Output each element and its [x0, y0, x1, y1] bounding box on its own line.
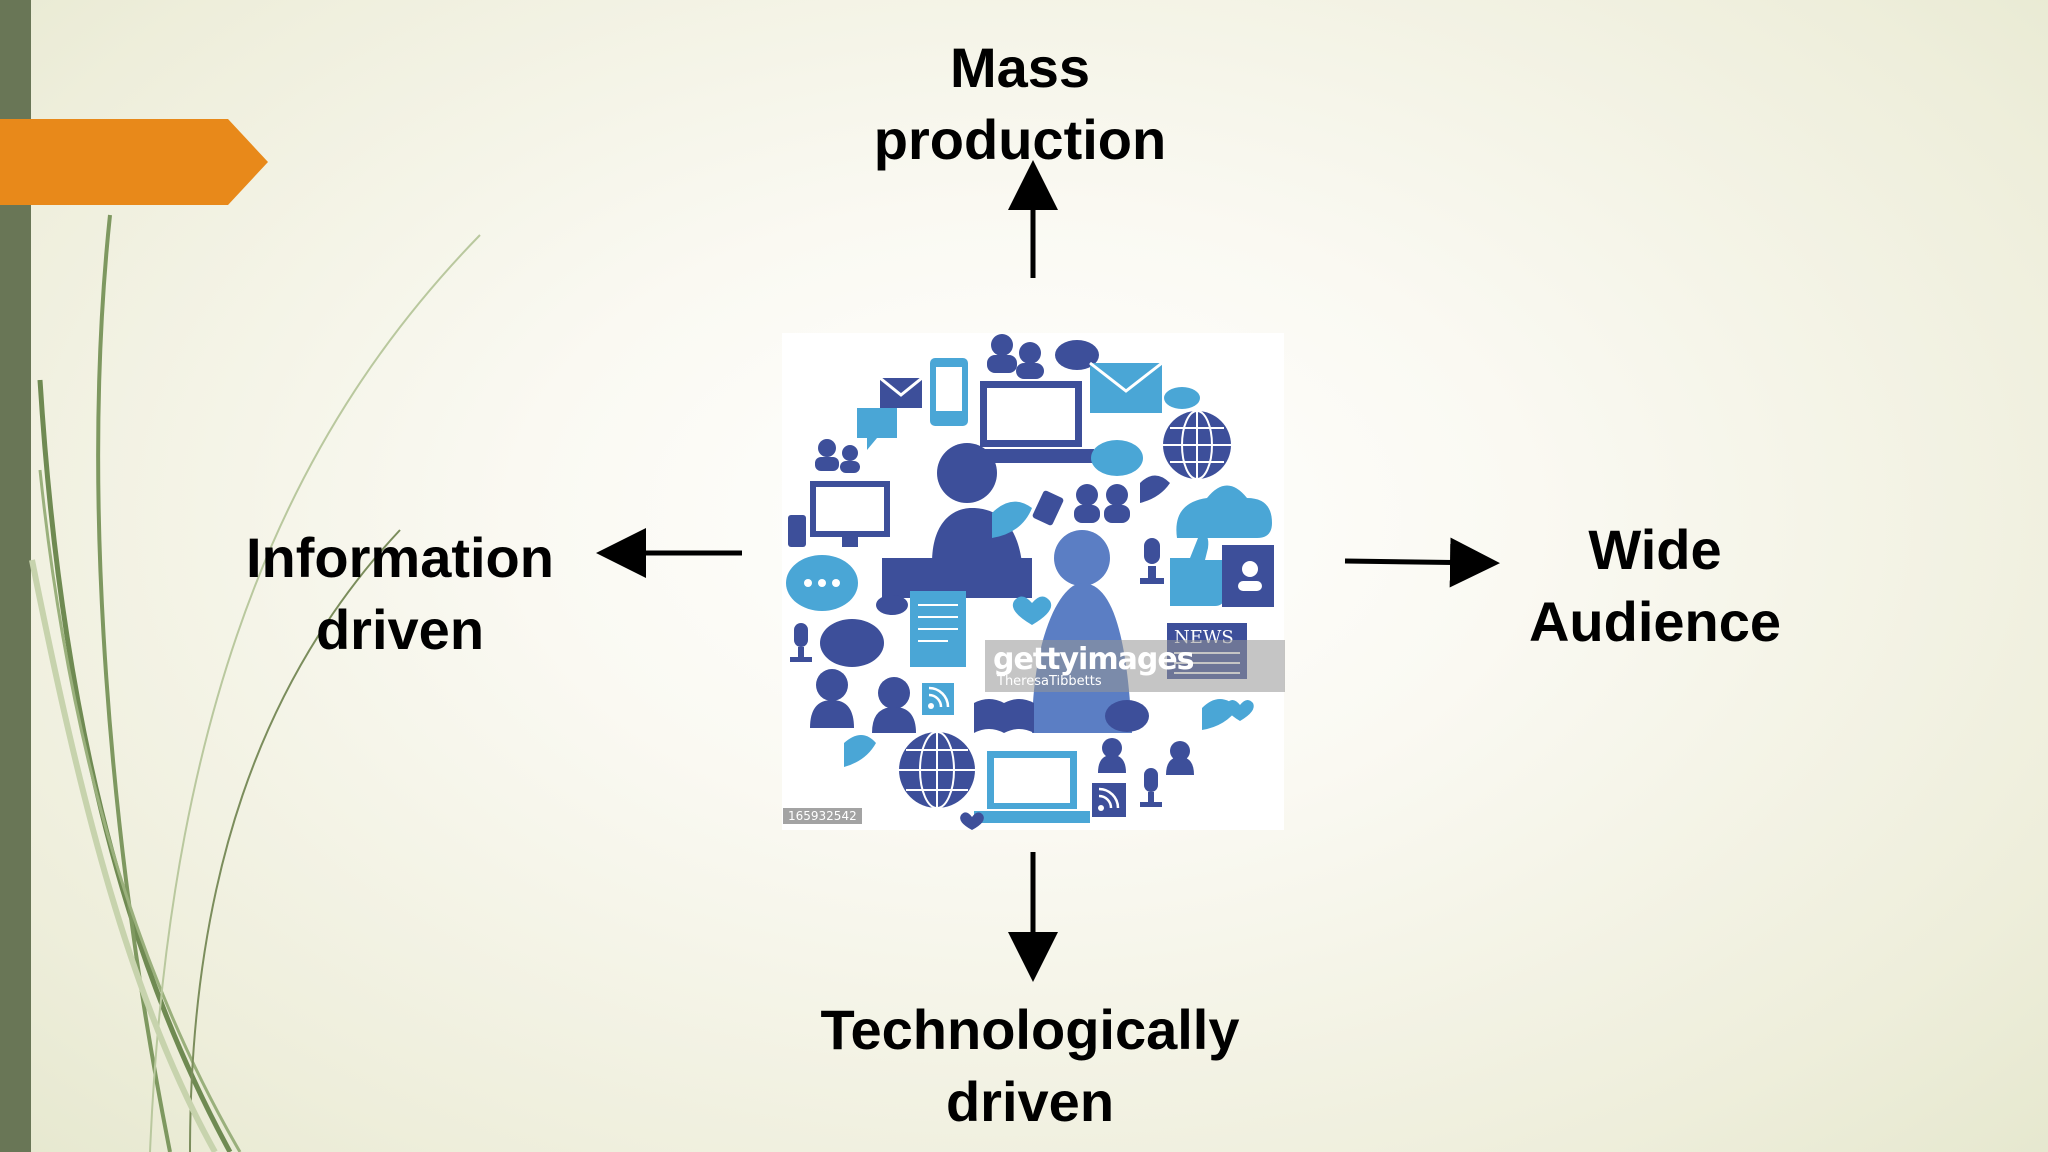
chat-bubble-icon	[820, 619, 884, 667]
label-line: Wide	[1588, 518, 1722, 581]
globe-icon	[1163, 410, 1231, 480]
envelope-icon	[879, 376, 923, 408]
contact-book-icon	[1222, 545, 1274, 607]
heart-icon	[1012, 596, 1052, 625]
bird-icon	[992, 501, 1032, 538]
people-icon	[810, 669, 916, 733]
label-line: Information	[246, 526, 554, 589]
chat-bubble-icon	[857, 408, 897, 450]
microphone-icon	[1140, 768, 1162, 807]
rss-icon	[922, 683, 954, 715]
chat-bubble-icon	[1105, 700, 1149, 732]
orange-pentagon-tab	[0, 119, 268, 205]
microphone-icon	[790, 623, 812, 662]
collage-svg: NEWS	[786, 334, 1274, 830]
people-icon	[987, 334, 1044, 379]
watermark-brand: gettyimages	[993, 642, 1195, 677]
microphone-icon	[1140, 538, 1164, 584]
image-id-tag: 165932542	[783, 808, 862, 824]
envelope-icon	[1089, 361, 1163, 413]
heart-icon	[960, 812, 984, 830]
monitor-icon	[810, 481, 890, 547]
people-icon	[1074, 484, 1130, 523]
document-icon	[910, 591, 966, 667]
watermark-credit: TheresaTibbetts	[997, 674, 1102, 689]
label-mass-production: Mass production	[770, 32, 1270, 176]
label-wide-audience: Wide Audience	[1455, 514, 1855, 658]
phone-icon	[1032, 490, 1064, 526]
label-technologically-driven: Technologically driven	[780, 994, 1280, 1138]
people-icon	[1098, 738, 1194, 775]
label-line: driven	[945, 1070, 1115, 1133]
book-icon	[974, 699, 1034, 733]
bird-icon	[844, 735, 876, 767]
phone-icon	[788, 515, 806, 547]
laptop-icon	[968, 381, 1094, 463]
thumbs-up-icon	[1170, 533, 1232, 606]
people-icon	[815, 439, 860, 473]
heart-icon	[1226, 699, 1254, 721]
label-information-driven: Information driven	[200, 522, 600, 666]
label-line: Technologically	[820, 998, 1240, 1061]
chat-bubble-icon	[1091, 440, 1143, 476]
label-line: production	[873, 108, 1167, 171]
label-line: Audience	[1528, 590, 1782, 653]
stock-watermark: gettyimages TheresaTibbetts	[985, 640, 1285, 692]
rss-icon	[1092, 783, 1126, 817]
media-icon-collage: NEWS	[782, 333, 1284, 830]
cloud-icon	[1176, 485, 1272, 538]
cloud-icon	[876, 595, 908, 615]
chat-bubble-icon	[1055, 340, 1099, 370]
label-line: Mass	[949, 36, 1091, 99]
bird-icon	[1140, 475, 1170, 503]
phone-icon	[930, 358, 968, 426]
chat-bubble-icon	[786, 555, 858, 611]
label-line: driven	[315, 598, 485, 661]
decorative-swoosh-lines	[29, 214, 481, 1152]
cloud-icon	[1164, 387, 1200, 409]
laptop-icon	[974, 751, 1090, 823]
globe-icon	[899, 731, 975, 809]
